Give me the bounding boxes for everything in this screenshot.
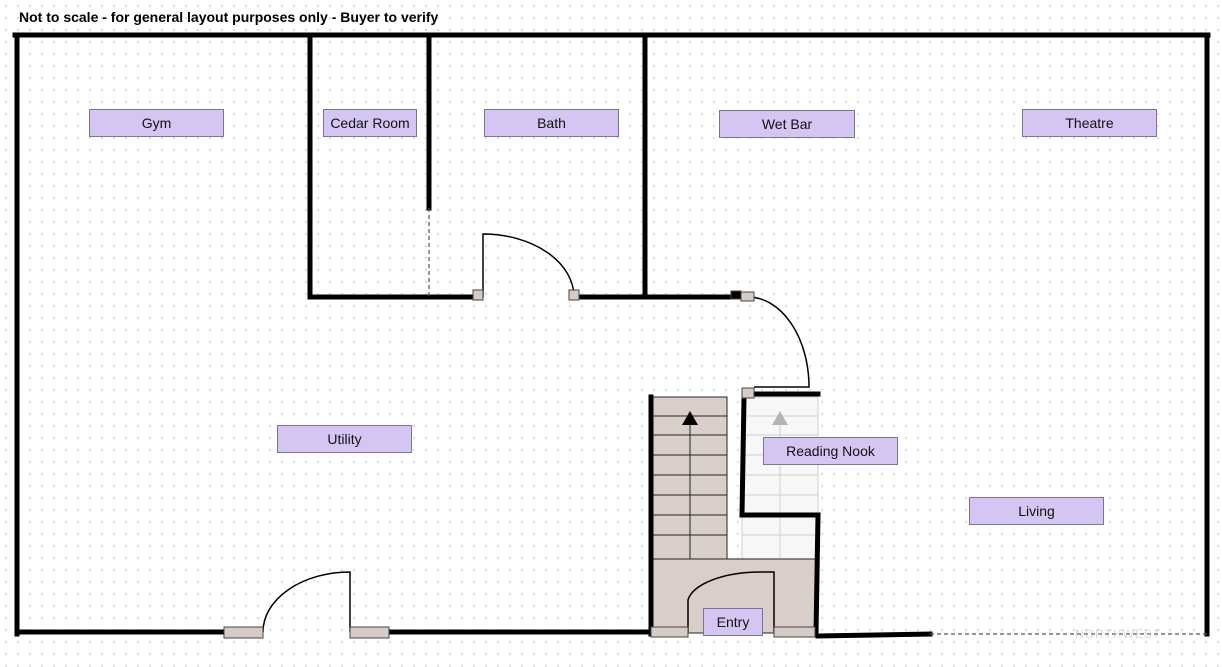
plan-disclaimer: Not to scale - for general layout purpos… — [19, 9, 439, 25]
walls — [12, 32, 1211, 639]
room-label-gym: Gym — [89, 109, 224, 137]
room-label-entry: Entry — [703, 608, 763, 636]
room-label-theatre: Theatre — [1022, 109, 1157, 137]
room-label-wet-bar: Wet Bar — [719, 110, 855, 138]
room-label-bath: Bath — [484, 109, 619, 137]
room-label-living: Living — [969, 497, 1104, 525]
room-label-utility: Utility — [277, 425, 412, 453]
staircase-lower — [741, 396, 819, 560]
stair-up-arrow-icon — [682, 411, 698, 425]
brand-watermark: NORTHWEST — [1075, 627, 1162, 641]
dashed-openings — [428, 208, 1207, 635]
room-label-reading-nook: Reading Nook — [763, 437, 898, 465]
stair-ghost-arrow-icon — [772, 411, 788, 425]
room-label-cedar-room: Cedar Room — [323, 109, 417, 137]
door-jambs — [223, 289, 816, 639]
staircase-main — [650, 396, 728, 560]
door-swing-icon — [262, 233, 810, 633]
